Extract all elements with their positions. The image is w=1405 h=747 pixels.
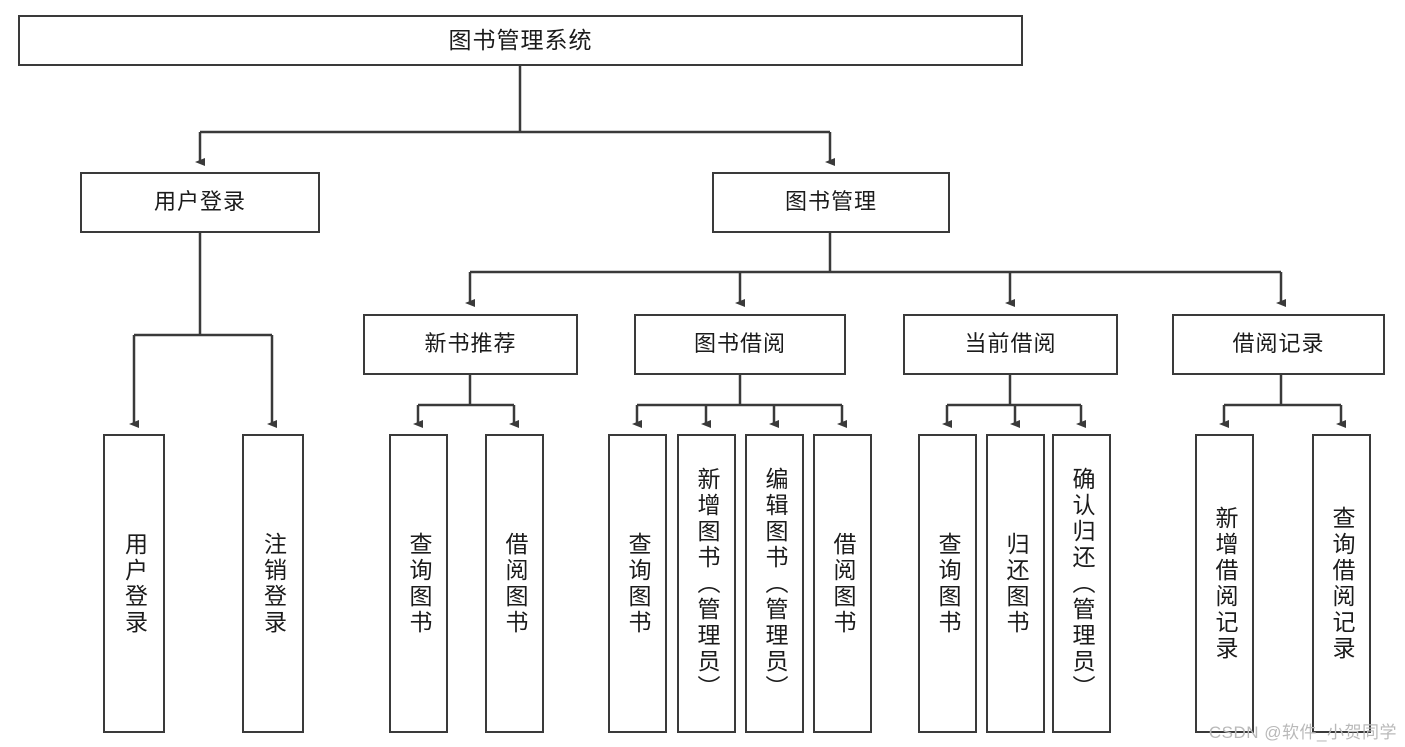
node-label: 查询图书 — [406, 531, 432, 636]
leaf-add-book-admin[interactable]: 新增图书（管理员） — [677, 434, 736, 733]
node-label: 编辑图书（管理员） — [762, 466, 788, 701]
node-label: 新增借阅记录 — [1212, 505, 1238, 662]
node-label: 图书借阅 — [693, 331, 786, 357]
node-new-book-recommend[interactable]: 新书推荐 — [363, 314, 578, 375]
leaf-query-book-recommend[interactable]: 查询图书 — [389, 434, 448, 733]
node-label: 新书推荐 — [424, 331, 517, 357]
node-book-management-system[interactable]: 图书管理系统 — [18, 15, 1023, 66]
node-label: 图书管理 — [784, 189, 877, 215]
leaf-confirm-return-admin[interactable]: 确认归还（管理员） — [1052, 434, 1111, 733]
node-user-login[interactable]: 用户登录 — [80, 172, 320, 233]
leaf-return-book[interactable]: 归还图书 — [986, 434, 1045, 733]
watermark: CSDN @软件_小贺同学 — [1208, 723, 1397, 742]
node-label: 确认归还（管理员） — [1069, 466, 1095, 701]
node-label: 借阅图书 — [830, 531, 856, 636]
leaf-query-book-current[interactable]: 查询图书 — [918, 434, 977, 733]
node-label: 查询图书 — [625, 531, 651, 636]
leaf-borrow-book-recommend[interactable]: 借阅图书 — [485, 434, 544, 733]
leaf-user-logout[interactable]: 注销登录 — [242, 434, 304, 733]
node-label: 图书管理系统 — [448, 26, 593, 53]
leaf-user-login[interactable]: 用户登录 — [103, 434, 165, 733]
leaf-borrow-book[interactable]: 借阅图书 — [813, 434, 872, 733]
node-label: 用户登录 — [153, 189, 246, 215]
node-label: 查询图书 — [935, 531, 961, 636]
node-label: 用户登录 — [121, 531, 148, 636]
node-current-borrow[interactable]: 当前借阅 — [903, 314, 1118, 375]
node-label: 新增图书（管理员） — [694, 466, 720, 701]
node-label: 注销登录 — [260, 531, 287, 636]
node-label: 当前借阅 — [964, 331, 1057, 357]
node-label: 归还图书 — [1003, 531, 1029, 636]
node-book-borrow[interactable]: 图书借阅 — [634, 314, 846, 375]
leaf-query-borrow-record[interactable]: 查询借阅记录 — [1312, 434, 1371, 733]
node-book-management[interactable]: 图书管理 — [712, 172, 950, 233]
node-label: 借阅图书 — [502, 531, 528, 636]
node-label: 查询借阅记录 — [1329, 505, 1355, 662]
leaf-query-book-borrow[interactable]: 查询图书 — [608, 434, 667, 733]
node-borrow-record[interactable]: 借阅记录 — [1172, 314, 1385, 375]
leaf-add-borrow-record[interactable]: 新增借阅记录 — [1195, 434, 1254, 733]
node-label: 借阅记录 — [1232, 331, 1325, 357]
leaf-edit-book-admin[interactable]: 编辑图书（管理员） — [745, 434, 804, 733]
